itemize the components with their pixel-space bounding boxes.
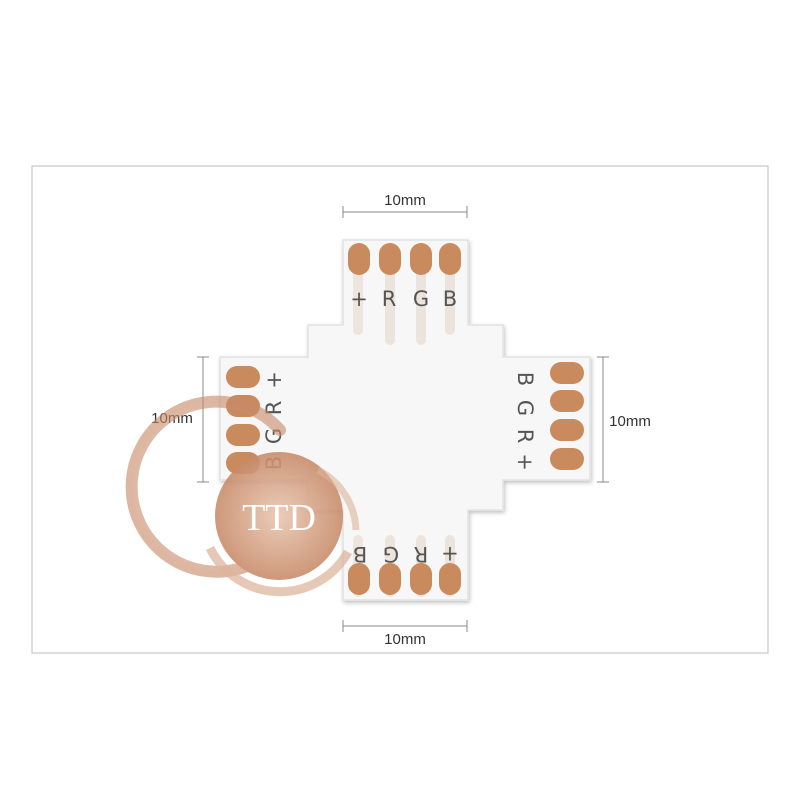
bottom-label-g: G [383, 542, 399, 566]
bottom-label-r: R [414, 542, 429, 566]
bottom-label-plus: + [441, 542, 459, 566]
top-label-plus: + [350, 287, 368, 311]
bottom-pad-labels: B G R + [353, 542, 459, 566]
left-label-plus: + [262, 371, 286, 389]
right-pad-labels: B G R + [513, 372, 537, 471]
top-pads [348, 243, 461, 275]
dimension-top [342, 206, 468, 218]
top-label-r: R [382, 287, 397, 311]
right-label-b: B [513, 372, 537, 386]
top-label-b: B [443, 287, 457, 311]
dimension-right [597, 356, 609, 483]
right-label-g: G [513, 400, 537, 416]
top-pad-labels: + R G B [350, 287, 457, 311]
dimension-left [197, 356, 209, 483]
watermark-text: TTD [242, 497, 316, 539]
dimension-top-label: 10mm [384, 192, 426, 209]
ttd-watermark-logo: TTD [125, 395, 360, 597]
dimension-bottom [342, 620, 468, 632]
top-label-g: G [413, 287, 429, 311]
right-label-r: R [513, 429, 537, 444]
bottom-pads [348, 563, 461, 595]
dimension-right-label: 10mm [609, 413, 651, 430]
bottom-label-b: B [353, 542, 367, 566]
dimension-bottom-label: 10mm [384, 631, 426, 648]
right-label-plus: + [513, 453, 537, 471]
right-pads [550, 362, 584, 470]
